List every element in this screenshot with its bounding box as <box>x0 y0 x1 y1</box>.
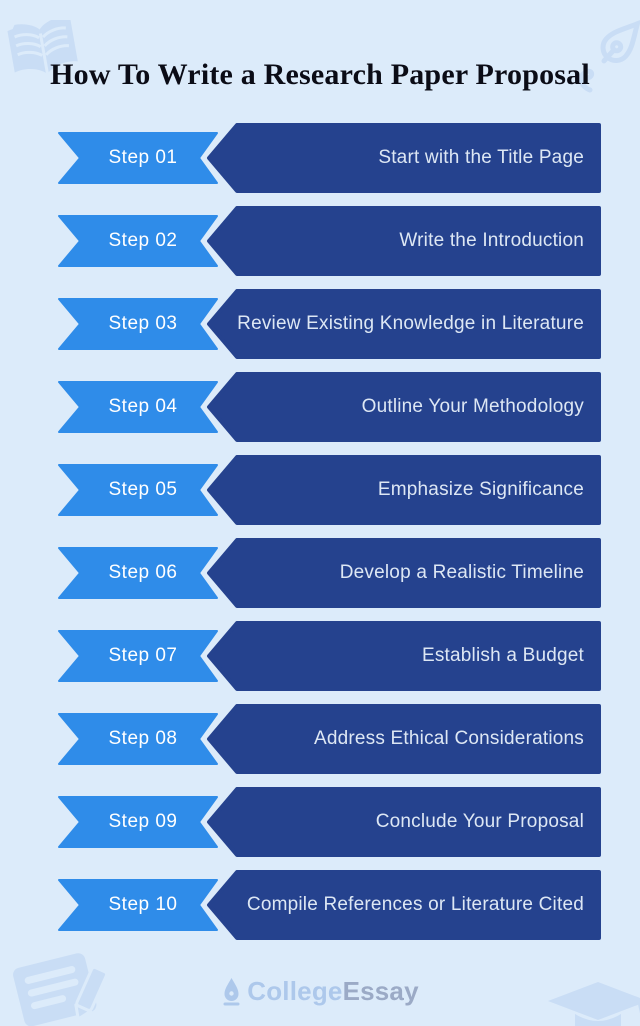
step-banner-shapes <box>58 123 601 193</box>
pen-nib-icon <box>223 977 240 1005</box>
step-title: Outline Your Methodology <box>361 396 584 417</box>
step-label: Step 02 <box>108 230 178 251</box>
step-ribbon-shape <box>58 630 218 682</box>
step-row: Step 01 Start with the Title Page <box>58 123 601 193</box>
step-label: Step 08 <box>108 728 178 749</box>
step-arrow-shape <box>207 372 601 442</box>
step-row: Step 03 Review Existing Knowledge in Lit… <box>58 289 601 359</box>
step-ribbon-shape <box>58 796 218 848</box>
step-title: Start with the Title Page <box>378 147 584 168</box>
step-ribbon-shape <box>58 464 218 516</box>
step-arrow-shape <box>207 787 601 857</box>
step-label: Step 05 <box>108 479 178 500</box>
step-banner-shapes <box>58 621 601 691</box>
step-label: Step 09 <box>108 811 178 832</box>
step-banner-shapes <box>58 455 601 525</box>
step-row: Step 05 Emphasize Significance <box>58 455 601 525</box>
step-ribbon-shape <box>58 132 218 184</box>
brand-essay-text: Essay <box>342 976 419 1006</box>
step-label: Step 06 <box>108 562 178 583</box>
step-banner-shapes <box>58 704 601 774</box>
step-ribbon-shape <box>58 547 218 599</box>
brand-college-text: College <box>247 976 343 1006</box>
step-arrow-shape <box>207 870 601 940</box>
step-banner-shapes <box>58 870 601 940</box>
brand-logo: CollegeEssay <box>0 976 640 1007</box>
step-label: Step 07 <box>108 645 178 666</box>
step-arrow-shape <box>207 621 601 691</box>
step-arrow-shape <box>207 123 601 193</box>
step-banner-shapes <box>58 206 601 276</box>
page-title: How To Write a Research Paper Proposal <box>50 58 590 91</box>
step-banner-shapes <box>58 289 601 359</box>
step-ribbon-shape <box>58 879 218 931</box>
step-banner-shapes <box>58 538 601 608</box>
step-label: Step 10 <box>108 894 178 915</box>
step-title: Review Existing Knowledge in Literature <box>237 313 584 334</box>
step-ribbon-shape <box>58 381 218 433</box>
step-label: Step 03 <box>108 313 178 334</box>
step-banner-shapes <box>58 787 601 857</box>
step-arrow-shape <box>207 206 601 276</box>
step-label: Step 04 <box>108 396 178 417</box>
step-arrow-shape <box>207 704 601 774</box>
step-title: Compile References or Literature Cited <box>246 894 584 915</box>
step-title: Conclude Your Proposal <box>375 811 584 832</box>
step-row: Step 08 Address Ethical Considerations <box>58 704 601 774</box>
step-title: Develop a Realistic Timeline <box>339 562 584 583</box>
step-ribbon-shape <box>58 298 218 350</box>
brand-wordmark: CollegeEssay <box>247 976 419 1007</box>
steps-list: Step 01 Start with the Title Page Step 0… <box>0 123 640 953</box>
step-ribbon-shape <box>58 215 218 267</box>
step-arrow-shape <box>207 455 601 525</box>
step-banner-shapes <box>58 372 601 442</box>
step-row: Step 09 Conclude Your Proposal <box>58 787 601 857</box>
step-row: Step 10 Compile References or Literature… <box>58 870 601 940</box>
step-ribbon-shape <box>58 713 218 765</box>
step-label: Step 01 <box>108 147 178 168</box>
step-row: Step 04 Outline Your Methodology <box>58 372 601 442</box>
step-title: Address Ethical Considerations <box>313 728 584 749</box>
step-row: Step 02 Write the Introduction <box>58 206 601 276</box>
step-row: Step 07 Establish a Budget <box>58 621 601 691</box>
step-arrow-shape <box>207 538 601 608</box>
step-title: Establish a Budget <box>421 645 584 666</box>
step-row: Step 06 Develop a Realistic Timeline <box>58 538 601 608</box>
step-title: Write the Introduction <box>399 230 584 251</box>
step-title: Emphasize Significance <box>377 479 584 500</box>
step-arrow-shape <box>207 289 601 359</box>
